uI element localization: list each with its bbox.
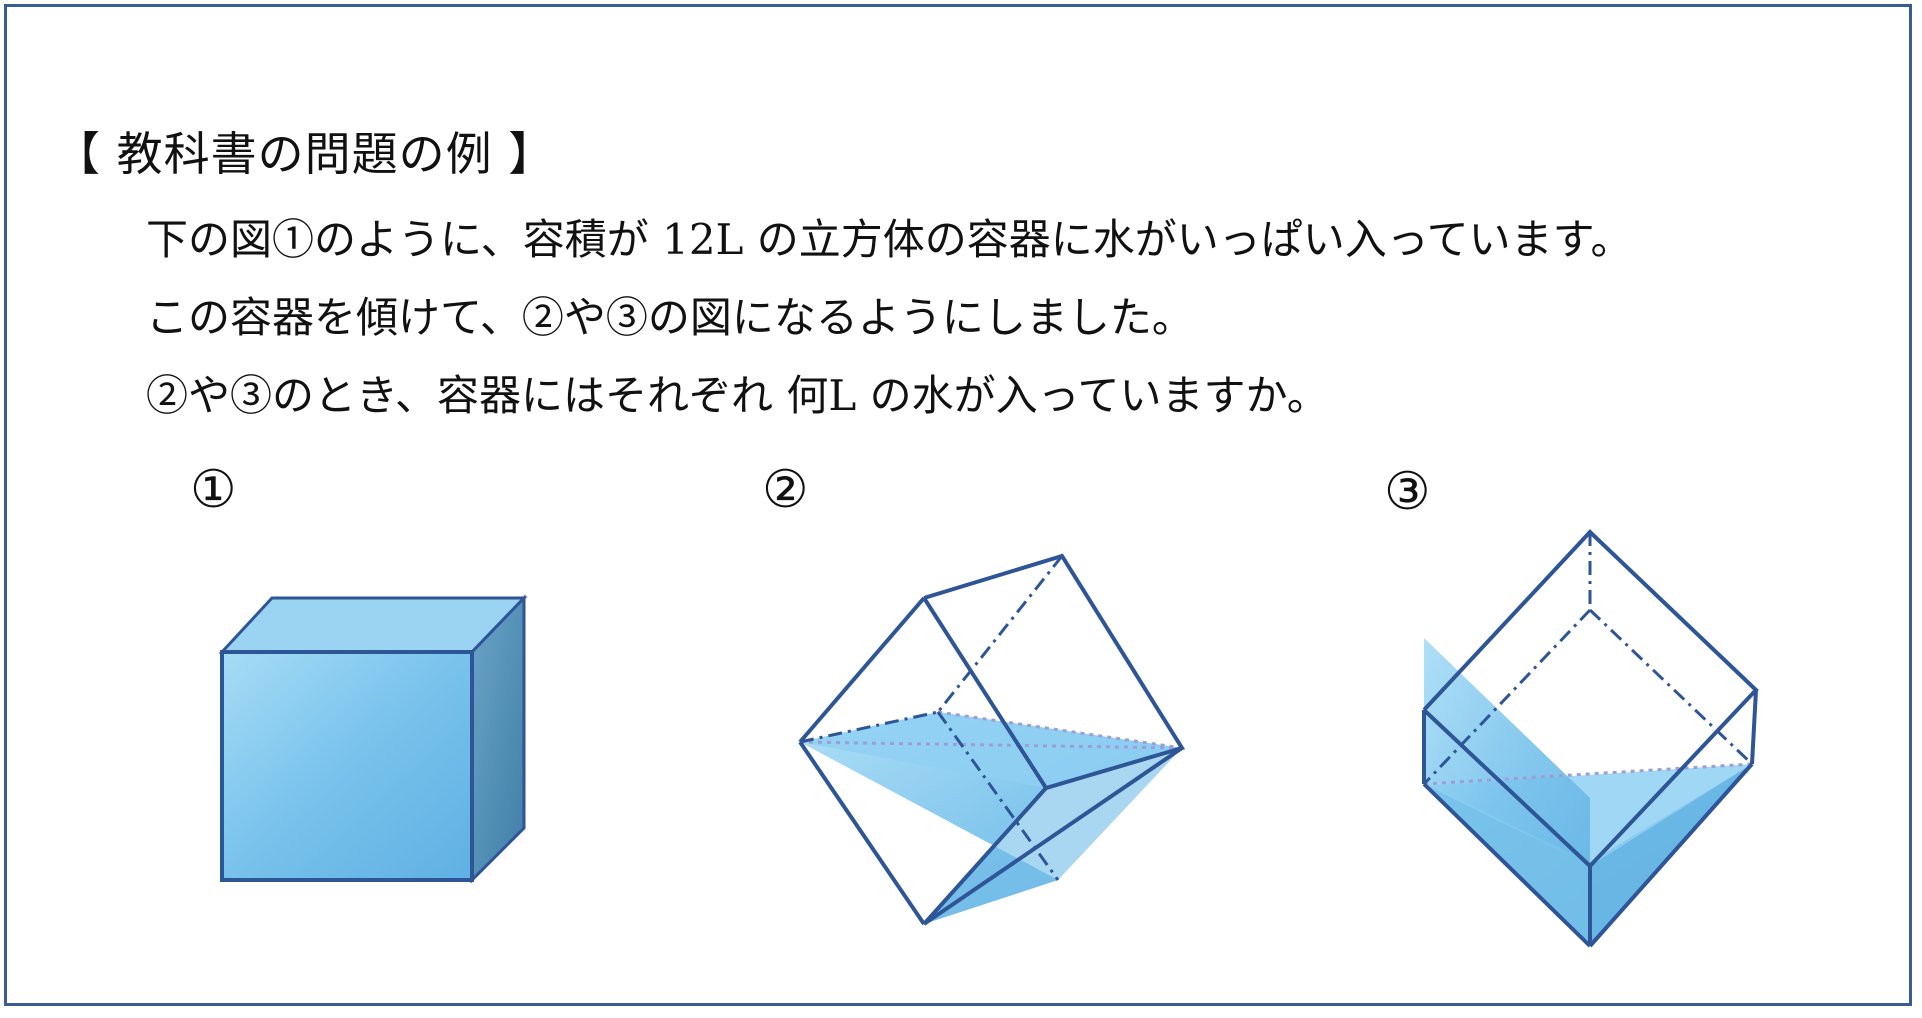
problem-line-1: 下の図①のように、容積が 12L の立方体の容器に水がいっぱい入っています。 bbox=[146, 215, 1633, 264]
figure-3-label: ③ bbox=[1384, 462, 1431, 522]
cube-full-figure bbox=[218, 594, 528, 884]
figure-1-label: ① bbox=[190, 460, 237, 520]
cube-tilted-vertex-figure bbox=[1422, 529, 1759, 948]
problem-line-2: この容器を傾けて、②や③の図になるようにしました。 bbox=[146, 293, 1194, 342]
figure-2-label: ② bbox=[762, 460, 809, 520]
page-title: 【 教科書の問題の例 】 bbox=[54, 127, 556, 181]
cube-tilted-edge-figure bbox=[798, 553, 1186, 926]
problem-line-3: ②や③のとき、容器にはそれぞれ 何L の水が入っていますか。 bbox=[146, 371, 1329, 420]
